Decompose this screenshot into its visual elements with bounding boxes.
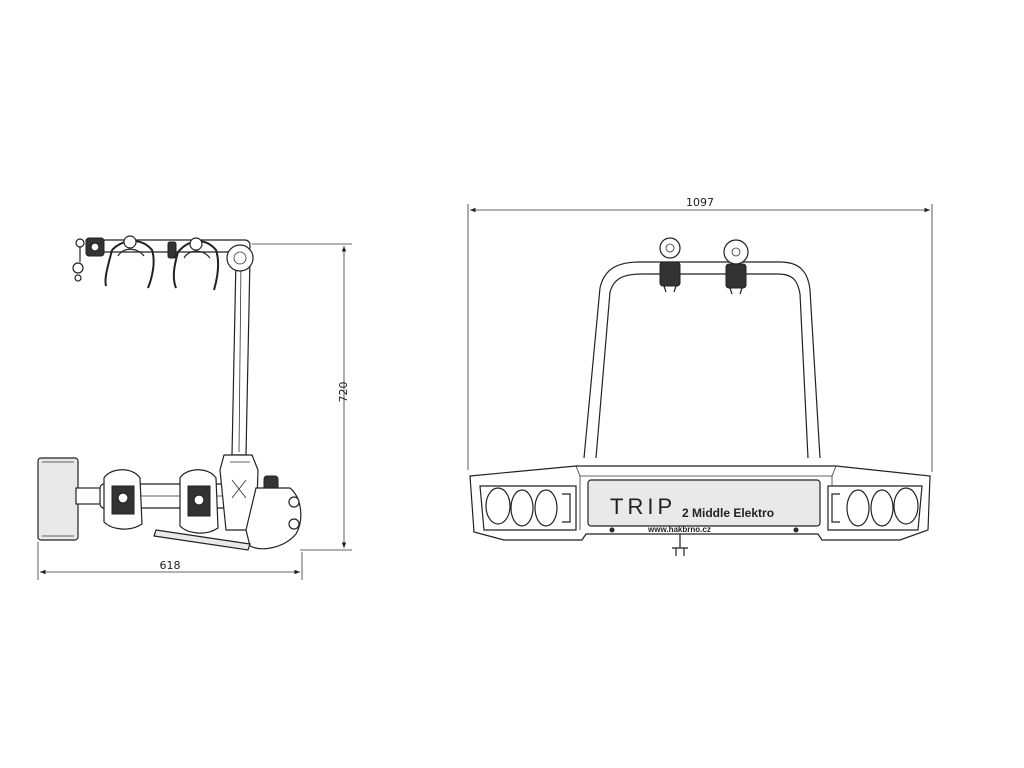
wheel-tray-icon [179, 469, 219, 534]
side-view: 720 618 [37, 235, 352, 580]
side-plate-bracket [153, 529, 251, 551]
plate-brand: TRIP [610, 494, 676, 519]
depth-dimension-label: 618 [160, 559, 181, 572]
light-lens-icon [870, 489, 894, 527]
wheel-claw-icon [104, 235, 155, 289]
front-u-arm-outer [583, 261, 821, 459]
side-tow-block [37, 457, 79, 541]
light-lens-icon [846, 489, 870, 527]
light-lens-icon [485, 487, 511, 525]
left-light-unit [479, 485, 577, 531]
right-light-unit [827, 485, 923, 531]
wheel-claw-icon [167, 237, 220, 291]
wheel-tray-icon [103, 469, 143, 530]
lock-knob-icon [72, 237, 105, 282]
front-u-arm-inner [595, 273, 809, 459]
plate-model: 2 Middle Elektro [682, 506, 774, 520]
front-view: TRIP 2 Middle Elektro www.hakbrno.cz 109… [467, 196, 933, 556]
side-rear-light [245, 487, 302, 550]
light-lens-icon [893, 487, 919, 525]
light-lens-icon [510, 489, 534, 527]
frame-clamp-icon [723, 239, 749, 295]
light-lens-icon [534, 489, 558, 527]
height-dimension: 720 [252, 243, 352, 551]
front-cable-plug [672, 534, 688, 556]
plate-screw-icon [609, 527, 615, 533]
license-plate [587, 479, 821, 527]
plate-screw-icon [793, 527, 799, 533]
depth-dimension: 618 [37, 542, 303, 580]
width-dimension-label: 1097 [686, 196, 714, 209]
height-dimension-label: 720 [337, 382, 350, 403]
side-arm-joint [226, 244, 254, 272]
plate-url: www.hakbrno.cz [647, 525, 711, 534]
width-dimension: 1097 [467, 196, 933, 472]
frame-clamp-icon [659, 237, 681, 293]
